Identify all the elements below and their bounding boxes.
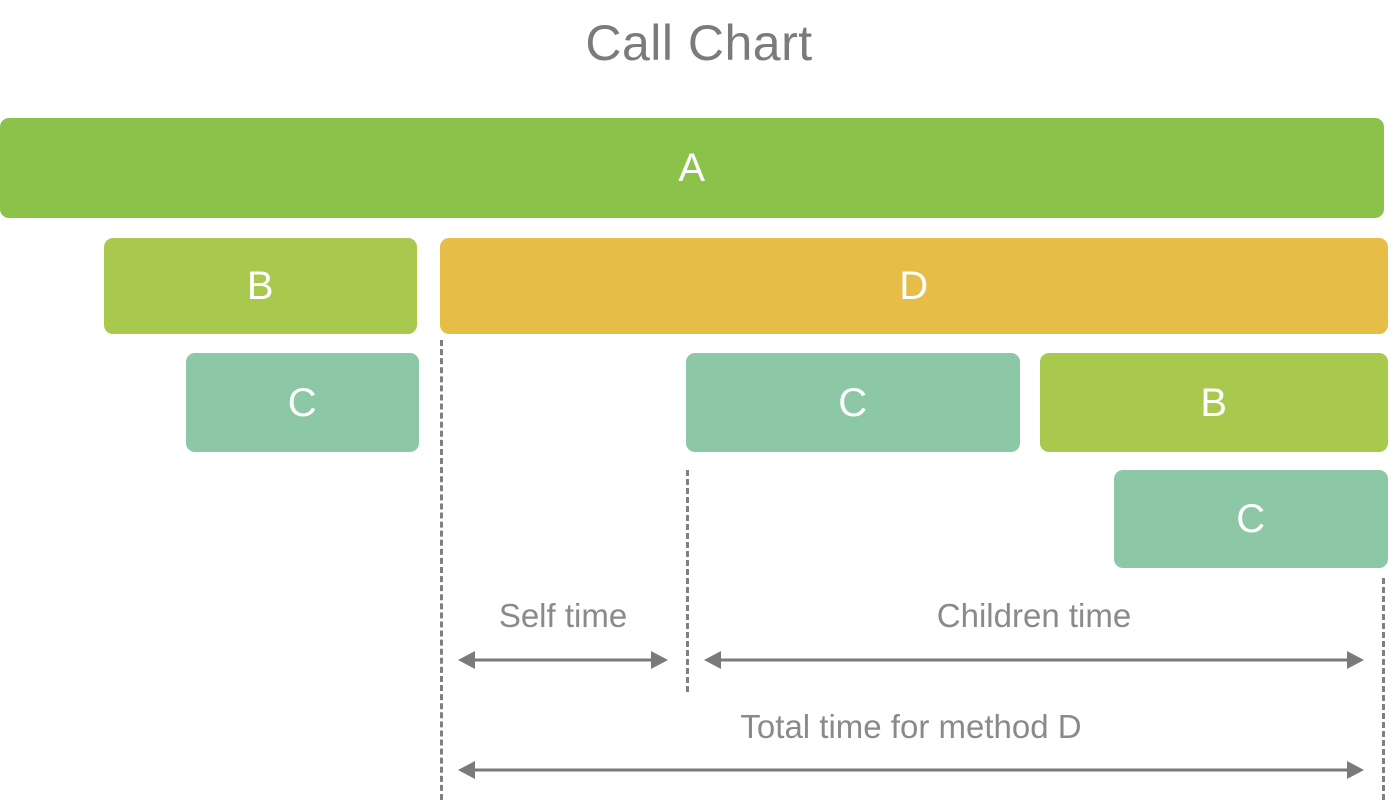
call-bar-a[interactable]: A xyxy=(0,118,1384,218)
call-bar-label: B xyxy=(246,264,275,308)
call-bar-label: D xyxy=(899,264,929,308)
call-bar-c[interactable]: C xyxy=(1114,470,1388,568)
call-bar-c[interactable]: C xyxy=(686,353,1020,452)
call-bar-c[interactable]: C xyxy=(186,353,419,452)
call-bar-label: A xyxy=(678,146,706,190)
page-title: Call Chart xyxy=(585,15,813,71)
measurement-arrow-children-time xyxy=(704,651,1364,669)
measurement-label-self-time: Self time xyxy=(498,597,628,634)
call-bar-label: B xyxy=(1200,380,1228,425)
dashed-guide-d-self-end xyxy=(686,470,689,692)
call-bar-b[interactable]: B xyxy=(1040,353,1388,452)
measurement-label-children-time: Children time xyxy=(936,597,1132,634)
dashed-guide-d-end xyxy=(1382,578,1385,800)
call-bar-label: C xyxy=(1236,497,1266,541)
measurement-arrow-total-time xyxy=(458,761,1364,779)
dashed-guide-d-start xyxy=(440,340,443,800)
call-bar-label: C xyxy=(838,380,868,425)
measurement-arrow-self-time xyxy=(458,651,668,669)
call-bar-b[interactable]: B xyxy=(104,238,417,334)
measurement-label-total-time: Total time for method D xyxy=(740,708,1082,745)
call-bar-d[interactable]: D xyxy=(440,238,1388,334)
call-bar-label: C xyxy=(287,380,318,425)
